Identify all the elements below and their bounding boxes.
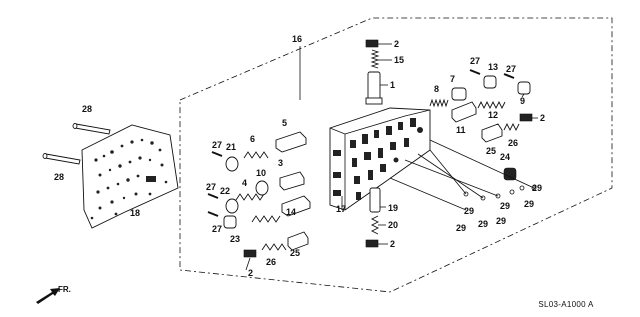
valve-3 <box>279 171 305 191</box>
leader-lines <box>245 43 538 271</box>
label-15: 15 <box>394 55 404 65</box>
label-29-a: 29 <box>532 183 542 193</box>
label-16: 16 <box>292 34 302 44</box>
label-28-upper: 28 <box>82 104 92 114</box>
label-12: 12 <box>488 110 498 120</box>
label-27-e: 27 <box>506 64 516 74</box>
plug-22 <box>225 198 239 214</box>
spring-6 <box>243 151 269 159</box>
label-29-b: 29 <box>464 206 474 216</box>
retainer-2-bottom <box>365 239 379 248</box>
dowel-pin-lower <box>42 153 81 165</box>
label-26-lower: 26 <box>266 257 276 267</box>
label-2-top: 2 <box>394 39 399 49</box>
separator-plate <box>81 124 179 229</box>
label-28-lower: 28 <box>54 172 64 182</box>
label-2-right: 2 <box>540 113 545 123</box>
valve-7 <box>451 87 467 101</box>
check-balls <box>463 185 537 201</box>
valve-1 <box>365 71 383 105</box>
label-29-c: 29 <box>500 201 510 211</box>
valve-25-lower <box>287 231 309 251</box>
dowel-pin-upper <box>72 123 111 135</box>
label-25-right: 25 <box>486 146 496 156</box>
spring-14 <box>251 215 281 223</box>
label-29-g: 29 <box>496 216 506 226</box>
label-27-c: 27 <box>212 224 222 234</box>
valve-5 <box>275 131 307 153</box>
label-9: 9 <box>520 96 525 106</box>
label-27-d: 27 <box>470 56 480 66</box>
spring-15 <box>370 49 380 69</box>
plug-23 <box>223 215 237 229</box>
plug-9 <box>517 81 531 95</box>
label-21: 21 <box>226 142 236 152</box>
label-14: 14 <box>286 207 296 217</box>
label-29-e: 29 <box>456 223 466 233</box>
valve-body <box>329 107 431 211</box>
roller-pin-27-c <box>207 211 219 217</box>
label-17: 17 <box>336 204 346 214</box>
valve-19 <box>369 187 381 213</box>
label-29-d: 29 <box>524 199 534 209</box>
roller-pin-27-b <box>207 193 219 199</box>
label-1: 1 <box>390 80 395 90</box>
label-23: 23 <box>230 234 240 244</box>
plug-21 <box>225 156 239 172</box>
label-26-right: 26 <box>508 138 518 148</box>
label-4: 4 <box>242 178 247 188</box>
label-18: 18 <box>130 208 140 218</box>
spring-12 <box>477 100 506 110</box>
valve-14 <box>281 195 311 217</box>
plug-10 <box>255 180 269 196</box>
valve-11 <box>451 101 477 123</box>
diagram-code: SL03-A1000 A <box>538 300 594 309</box>
label-22: 22 <box>220 186 230 196</box>
part-labels: 16 2 15 1 8 7 27 13 27 9 12 2 11 26 25 2… <box>54 34 545 278</box>
label-19: 19 <box>388 203 398 213</box>
valve-13 <box>483 75 497 89</box>
roller-pin-27-e <box>503 73 515 79</box>
spring-8 <box>429 98 449 108</box>
label-27-b: 27 <box>206 182 216 192</box>
valve-25-right <box>481 123 503 143</box>
spring-26-lower <box>261 243 287 251</box>
label-3: 3 <box>278 158 283 168</box>
label-11: 11 <box>456 125 466 135</box>
label-10: 10 <box>256 168 266 178</box>
plug-24 <box>503 167 517 181</box>
roller-pin-27-a <box>211 151 223 157</box>
retainer-2-right <box>519 113 533 122</box>
label-29-f: 29 <box>478 219 488 229</box>
spring-20 <box>370 215 380 235</box>
label-20: 20 <box>388 220 398 230</box>
label-13: 13 <box>488 62 498 72</box>
front-direction-arrow: FR. <box>36 285 71 304</box>
label-27-a: 27 <box>212 140 222 150</box>
label-2-left: 2 <box>248 268 253 278</box>
label-7: 7 <box>450 74 455 84</box>
assembly-boundary <box>179 17 613 293</box>
label-2-bottom: 2 <box>390 239 395 249</box>
roller-pin-27-d <box>469 69 481 75</box>
fr-label: FR. <box>58 285 71 294</box>
spring-26-right <box>503 122 520 132</box>
retainer-2-top <box>365 39 379 48</box>
label-8: 8 <box>434 84 439 94</box>
spring-4 <box>235 193 265 201</box>
retainer-2-left <box>243 249 257 258</box>
label-25-lower: 25 <box>290 248 300 258</box>
label-6: 6 <box>250 134 255 144</box>
label-5: 5 <box>282 118 287 128</box>
label-24: 24 <box>500 152 510 162</box>
